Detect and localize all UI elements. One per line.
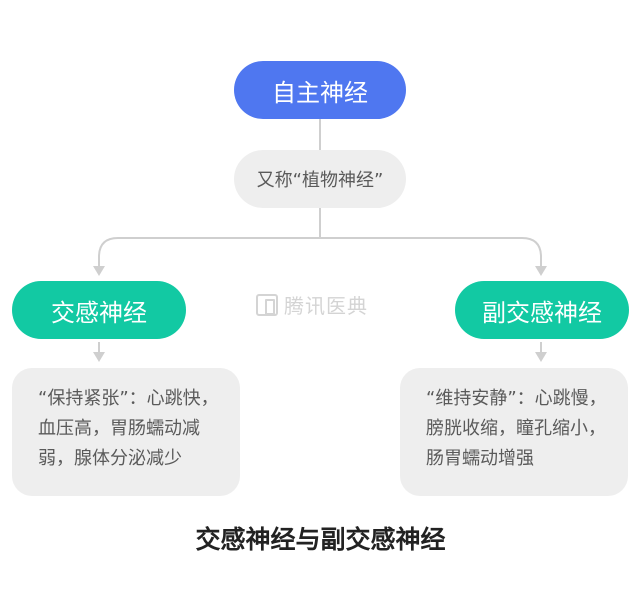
root-node-label: 自主神经 xyxy=(272,78,368,107)
root-node-autonomic-nerve: 自主神经 xyxy=(234,61,406,119)
arrow-head-left xyxy=(93,266,105,276)
parasympathetic-description-line: “维持安静”：心跳慢， xyxy=(426,388,607,409)
watermark-logo-icon xyxy=(256,293,278,316)
alias-note-label: 又称“植物神经” xyxy=(256,170,384,191)
connector-to-right xyxy=(320,237,542,268)
sympathetic-description-line: 血压高，胃肠蠕动减 xyxy=(38,418,200,439)
parasympathetic-node-label: 副交感神经 xyxy=(482,298,602,327)
sympathetic-description-line: 弱，腺体分泌减少 xyxy=(38,448,182,469)
arrow-left-stem xyxy=(98,342,100,354)
watermark-text: 腾讯医典 xyxy=(284,294,368,318)
watermark: 腾讯医典 xyxy=(256,290,368,319)
arrow-head-right xyxy=(535,266,547,276)
alias-note: 又称“植物神经” xyxy=(234,150,406,208)
sympathetic-node-label: 交感神经 xyxy=(51,298,147,327)
arrow-head-left-desc xyxy=(93,352,105,362)
parasympathetic-description-line: 膀胱收缩，瞳孔缩小， xyxy=(426,418,606,439)
connector-to-left xyxy=(98,237,320,268)
sympathetic-description: “保持紧张”：心跳快， 血压高，胃肠蠕动减 弱，腺体分泌减少 xyxy=(12,368,240,496)
sympathetic-node: 交感神经 xyxy=(12,281,186,339)
arrow-right-stem xyxy=(540,342,542,354)
parasympathetic-description-line: 肠胃蠕动增强 xyxy=(426,448,534,469)
arrow-head-right-desc xyxy=(535,352,547,362)
parasympathetic-node: 副交感神经 xyxy=(455,281,629,339)
figure-caption: 交感神经与副交感神经 xyxy=(195,525,446,554)
sympathetic-description-line: “保持紧张”：心跳快， xyxy=(38,388,219,409)
parasympathetic-description: “维持安静”：心跳慢， 膀胱收缩，瞳孔缩小， 肠胃蠕动增强 xyxy=(400,368,628,496)
